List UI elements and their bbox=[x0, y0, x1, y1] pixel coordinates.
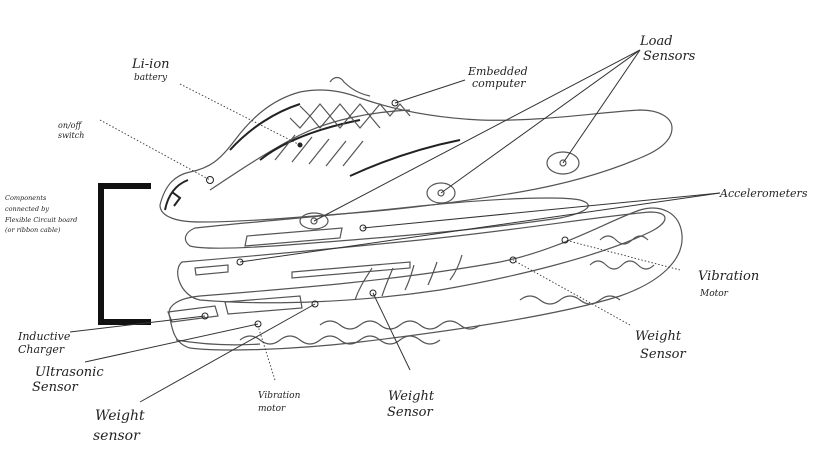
label-li-ion: Li-ion battery bbox=[131, 57, 174, 83]
label-weight-sensor-center: Weight Sensor bbox=[387, 389, 438, 420]
label-inductive-charger: Inductive Charger bbox=[17, 330, 74, 356]
label-ultrasonic-sensor: Ultrasonic Sensor bbox=[32, 365, 108, 395]
label-weight-sensor-right: Weight Sensor bbox=[635, 329, 686, 362]
leader-lines bbox=[70, 50, 720, 402]
midsole bbox=[178, 212, 665, 303]
outsole bbox=[168, 208, 682, 350]
label-on-off: on/off switch bbox=[58, 121, 84, 140]
label-components: Components connected by Flexible Circuit… bbox=[4, 194, 79, 234]
battery-dot bbox=[298, 143, 303, 148]
label-vibration-motor-bottom: Vibration motor bbox=[258, 391, 303, 414]
label-embedded-computer: Embedded computer bbox=[467, 65, 531, 90]
switch-dot bbox=[207, 177, 214, 184]
label-vibration-motor-right: Vibration Motor bbox=[698, 269, 763, 299]
label-load-sensors: Load Sensors bbox=[639, 34, 696, 64]
labels: Li-ion battery Embedded computer Load Se… bbox=[4, 34, 808, 444]
components-bracket bbox=[101, 186, 151, 322]
label-weight-sensor-left: Weight sensor bbox=[93, 408, 149, 444]
shoe-upper bbox=[160, 78, 672, 223]
label-accelerometers: Accelerometers bbox=[719, 187, 808, 200]
